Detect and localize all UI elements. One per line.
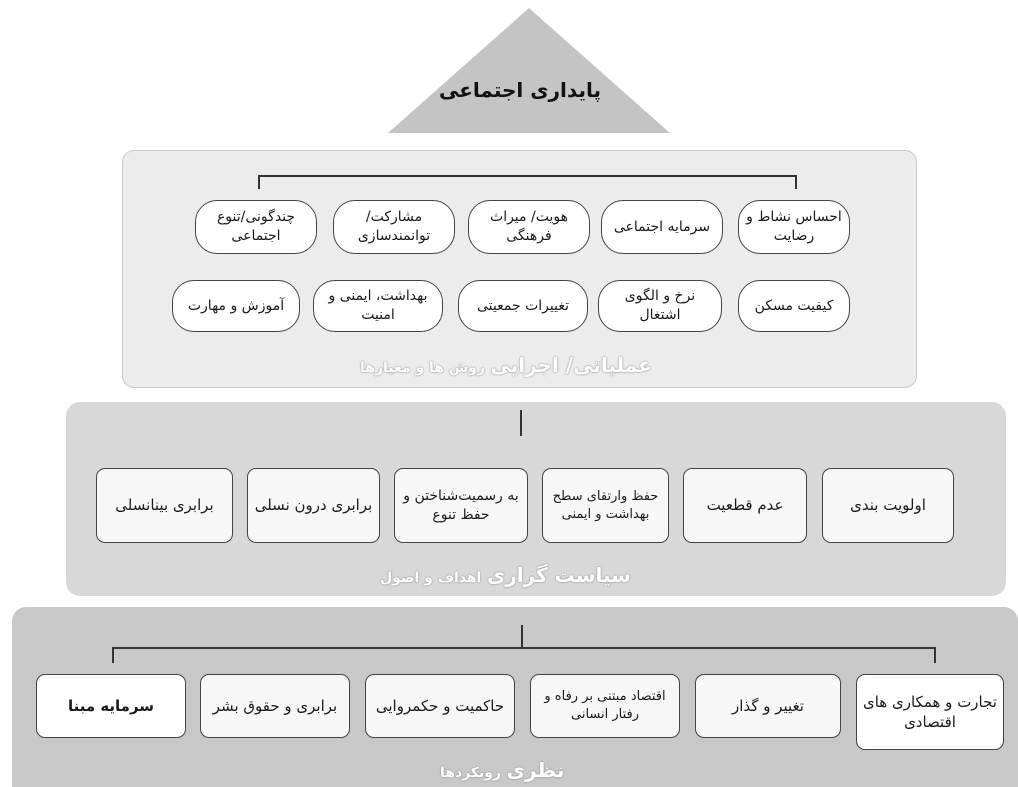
- policy-box-health-safety: حفظ وارتقای سطح بهداشت و ایمنی: [542, 468, 669, 543]
- theory-bracket-left: [112, 647, 114, 663]
- ops-box-demographics: تغییرات جمعیتی: [458, 280, 588, 332]
- policy-box-uncertainty: عدم قطعیت: [683, 468, 807, 543]
- ops-tier-title-sub: روش ها و معیارها: [360, 360, 485, 376]
- ops-box-education: آموزش و مهارت: [172, 280, 300, 332]
- theory-box-human-rights: برابری و حقوق بشر: [200, 674, 350, 738]
- policy-connector: [520, 410, 522, 436]
- ops-box-satisfaction: احساس نشاط و رضایت: [738, 200, 850, 254]
- ops-box-diversity: چندگونی/تنوع اجتماعی: [195, 200, 317, 254]
- ops-bracket-left: [258, 175, 260, 189]
- ops-box-heritage: هویت/ میراث فرهنگی: [468, 200, 590, 254]
- theory-bracket-top: [112, 647, 936, 649]
- policy-tier-title-main: سیاست گزاری: [486, 563, 631, 587]
- theory-box-transition: تغییر و گذار: [695, 674, 841, 738]
- ops-box-social-capital: سرمایه اجتماعی: [601, 200, 723, 254]
- apex-title: پایداری اجتماعی: [439, 78, 601, 102]
- ops-bracket-top: [258, 175, 796, 177]
- theory-connector: [521, 625, 523, 647]
- theory-bracket-right: [934, 647, 936, 663]
- theory-tier-title-main: نظری: [506, 758, 565, 782]
- policy-box-diversity: به رسمیت‌شناختن و حفظ تنوع: [394, 468, 528, 543]
- theory-box-welfare-economy: اقتصاد مبتنی بر رفاه و رفتار انسانی: [530, 674, 680, 738]
- ops-box-health-safety: بهداشت، ایمنی و امنیت: [313, 280, 443, 332]
- ops-tier-title: عملیاتی/ اجرایی روش ها و معیارها: [360, 353, 652, 377]
- policy-box-intergenerational: برابری بینانسلی: [96, 468, 233, 543]
- theory-tier-title-sub: رویکردها: [440, 765, 502, 781]
- ops-box-participation: مشارکت/ توانمندسازی: [333, 200, 455, 254]
- theory-box-governance: حاکمیت و حکمروایی: [365, 674, 515, 738]
- ops-box-employment: نرخ و الگوی اشتغال: [598, 280, 722, 332]
- policy-box-prioritization: اولویت بندی: [822, 468, 954, 543]
- ops-box-housing: کیفیت مسکن: [738, 280, 850, 332]
- ops-tier-title-main: عملیاتی/ اجرایی: [490, 353, 652, 377]
- theory-box-capital-based: سرمایه مبنا: [36, 674, 186, 738]
- policy-tier-title: سیاست گزاری اهداف و اصول: [380, 563, 631, 587]
- ops-bracket-right: [795, 175, 797, 189]
- theory-box-trade: تجارت و همکاری های اقتصادی: [856, 674, 1004, 750]
- apex-triangle: [388, 8, 670, 133]
- operational-tier: [122, 150, 917, 388]
- policy-tier-title-sub: اهداف و اصول: [380, 570, 482, 586]
- policy-box-intragenerational: برابری درون نسلی: [247, 468, 380, 543]
- theory-tier-title: نظری رویکردها: [440, 758, 564, 782]
